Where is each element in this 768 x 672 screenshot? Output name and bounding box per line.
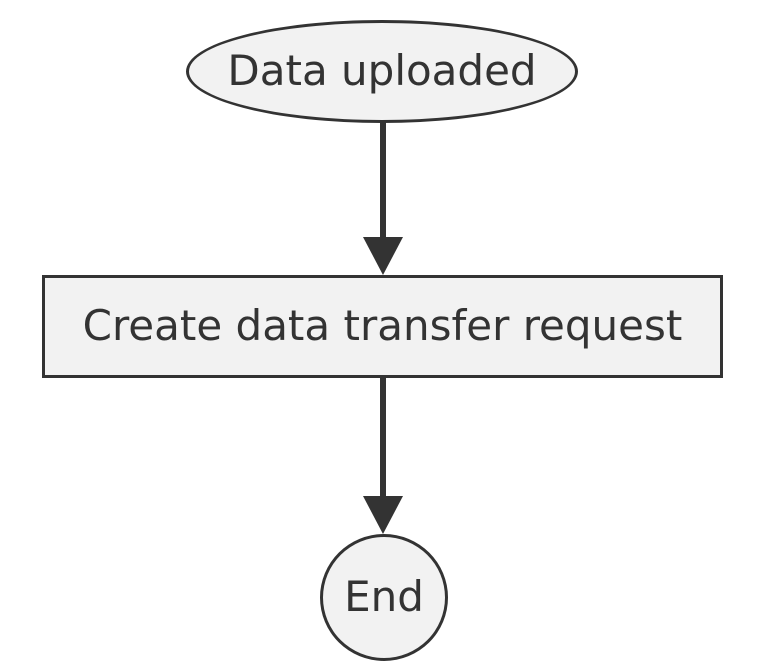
node-create-data-transfer-request: Create data transfer request <box>42 275 723 378</box>
node-data-uploaded-label: Data uploaded <box>227 46 537 96</box>
edge-start-to-process-line <box>380 120 386 240</box>
edge-process-to-end-line <box>380 376 386 499</box>
arrowhead-down-icon <box>363 237 403 275</box>
node-data-uploaded: Data uploaded <box>186 20 578 123</box>
arrowhead-down-icon <box>363 496 403 534</box>
node-create-data-transfer-request-label: Create data transfer request <box>82 301 683 351</box>
node-end: End <box>320 534 448 661</box>
node-end-label: End <box>344 572 424 622</box>
